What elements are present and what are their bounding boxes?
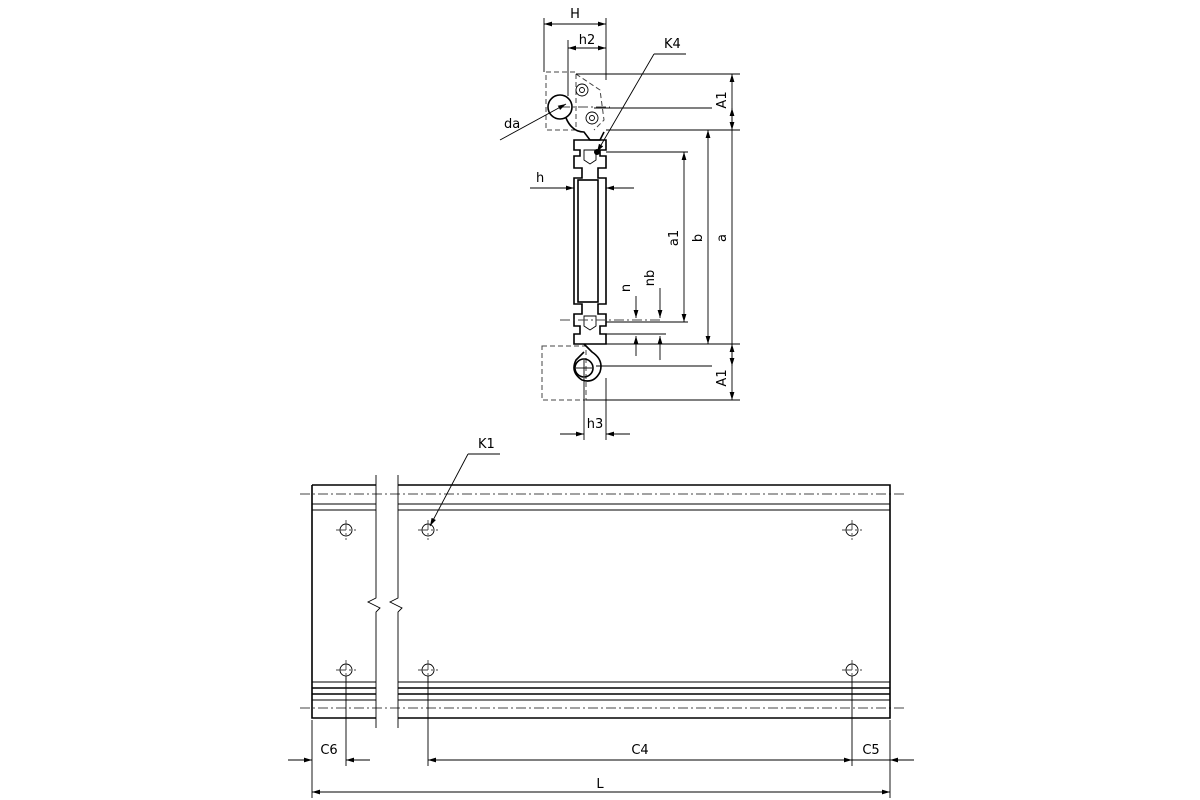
mounting-hole: [336, 520, 356, 540]
panel-left-outline: [311, 484, 376, 719]
leader-da: [499, 103, 567, 141]
label-A1-top: A1: [715, 91, 730, 108]
mounting-hole: [842, 520, 862, 540]
top-mating-part-outline: [545, 71, 577, 131]
label-h: h: [536, 171, 544, 186]
bottom-hinge-knuckle: [574, 358, 594, 378]
label-C4: C4: [631, 743, 648, 758]
bottom-t-slot: [583, 315, 597, 331]
panel-right-outline: [398, 484, 891, 719]
top-hinge-knuckle: [547, 94, 573, 120]
label-b: b: [691, 234, 706, 242]
label-L: L: [596, 777, 604, 792]
label-a1: a1: [667, 230, 682, 246]
top-screw-2: [585, 111, 599, 125]
label-K1: K1: [478, 437, 495, 452]
label-C6: C6: [320, 743, 337, 758]
bottom-hinge-arm: [573, 343, 602, 382]
top-hinge-arm: [565, 117, 605, 141]
mounting-hole: [418, 520, 438, 540]
label-A1-bottom: A1: [715, 369, 730, 386]
label-h2: h2: [579, 33, 596, 48]
label-H: H: [570, 7, 580, 22]
label-da: da: [504, 117, 520, 132]
profile-hollow-chamber: [577, 179, 599, 303]
label-n: n: [619, 284, 634, 292]
label-nb: nb: [643, 270, 658, 287]
top-t-slot: [583, 149, 597, 165]
top-hinge-phantom: [575, 73, 605, 131]
bottom-mating-part-outline: [541, 345, 587, 401]
break-line-right: [388, 475, 403, 728]
label-K4: K4: [664, 37, 681, 52]
label-a: a: [715, 234, 730, 242]
profile-section-view: H h2 K4 da h a1 b a A1 A1 n: [499, 7, 740, 440]
panel-front-view: K1 C6 C4 C5 L: [288, 437, 914, 798]
label-C5: C5: [862, 743, 879, 758]
leader-K1: [429, 453, 469, 527]
label-h3: h3: [587, 417, 604, 432]
break-line-left: [366, 475, 381, 728]
top-screw-1: [575, 83, 589, 97]
leader-K4: [596, 53, 655, 153]
